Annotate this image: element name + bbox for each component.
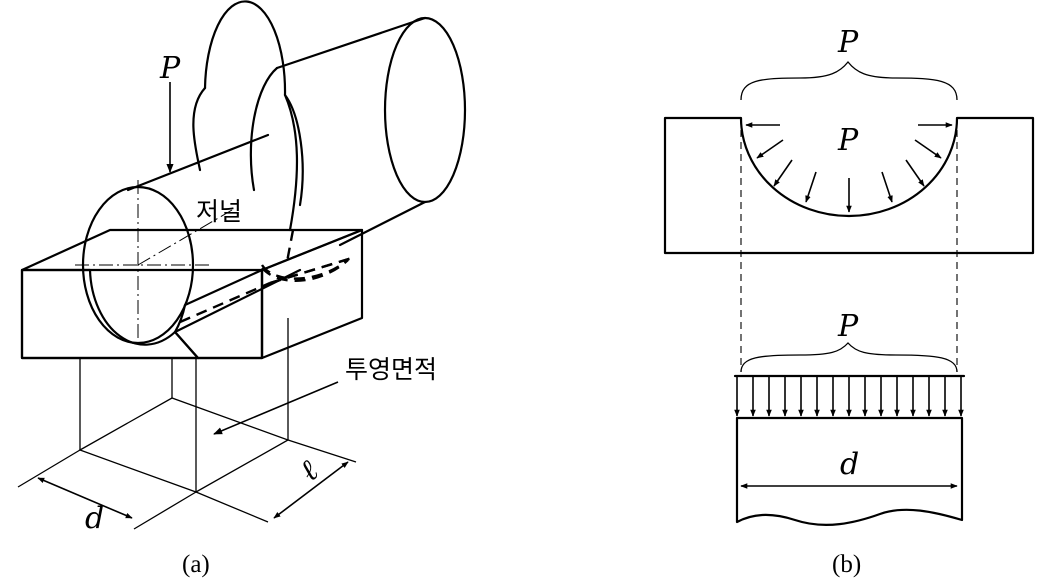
uniform-load-arrows xyxy=(734,376,964,417)
panel-a: P 저널 투영면적 d ℓ (a) xyxy=(17,0,467,578)
large-shaft xyxy=(249,16,467,247)
load-brace-top xyxy=(740,60,958,101)
load-brace-bottom xyxy=(740,342,958,373)
panel-b: P P P xyxy=(663,25,1035,578)
load-label-b-top: P xyxy=(837,25,859,60)
journal-step xyxy=(192,0,304,232)
projected-area-label: 투영면적 xyxy=(345,355,437,384)
journal xyxy=(75,133,353,345)
radial-pressure-arrows xyxy=(745,122,953,213)
journal-label: 저널 xyxy=(196,197,242,226)
bearing-front-face-right xyxy=(173,268,264,360)
projected-area-arrow xyxy=(213,381,339,435)
dimension-d-b-label: d xyxy=(840,447,859,482)
svg-text:d: d xyxy=(85,501,104,536)
projected-area xyxy=(78,397,290,493)
pressure-label: P xyxy=(837,123,859,158)
projection-lines xyxy=(79,318,289,492)
svg-text:ℓ: ℓ xyxy=(293,454,325,489)
bearing-side-face xyxy=(260,228,364,360)
dimension-l-a: ℓ xyxy=(195,439,357,523)
caption-a: (a) xyxy=(182,551,210,578)
load-label-b-bottom: P xyxy=(837,309,859,344)
bearing-front-face xyxy=(20,268,200,360)
load-label-a: P xyxy=(159,51,181,86)
bearing-section xyxy=(663,116,1035,255)
caption-b: (b) xyxy=(832,551,861,578)
projected-bearing-section xyxy=(735,416,964,526)
dimension-d-a: d xyxy=(17,449,197,536)
